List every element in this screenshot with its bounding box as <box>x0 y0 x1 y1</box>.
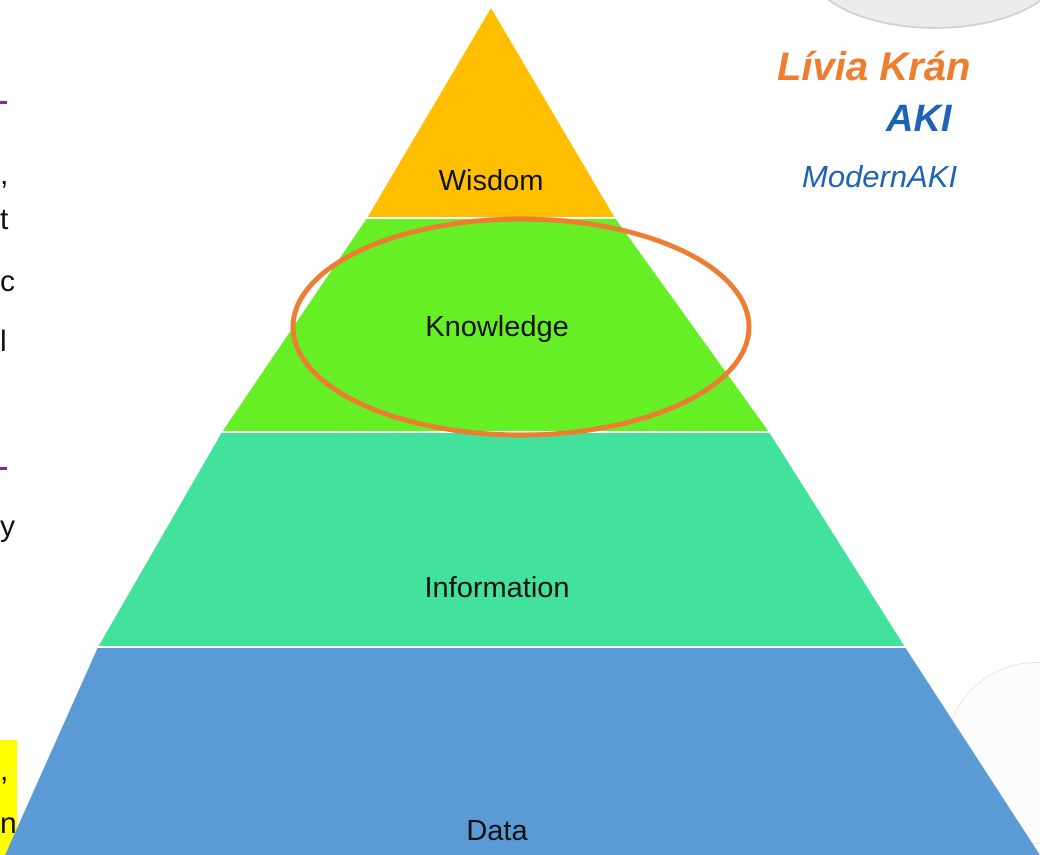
knowledge-label: Knowledge <box>425 311 569 343</box>
left-text-fragment: c <box>0 265 15 298</box>
author-site: ModernAKI <box>802 159 958 194</box>
data-label: Data <box>466 815 528 847</box>
wisdom-label: Wisdom <box>439 165 544 197</box>
author-org: AKI <box>886 98 952 140</box>
left-text-fragment: l <box>0 325 7 358</box>
left-text-fragment: t <box>0 203 9 236</box>
information-label: Information <box>424 572 569 604</box>
left-text-fragment: n <box>0 807 17 840</box>
left-text-fragment: , <box>0 754 9 787</box>
knowledge-tier <box>222 218 769 432</box>
information-tier <box>98 432 905 647</box>
data-tier <box>5 647 1040 855</box>
knowledge-highlight-ellipse <box>290 216 752 438</box>
left-divider-line <box>0 101 7 104</box>
author-name: Lívia Krán <box>777 45 971 89</box>
left-divider-line <box>0 467 7 470</box>
left-text-fragment: y <box>0 510 15 543</box>
left-highlight <box>0 740 17 855</box>
left-text-fragment: , <box>0 158 9 191</box>
wisdom-tier <box>367 8 615 218</box>
